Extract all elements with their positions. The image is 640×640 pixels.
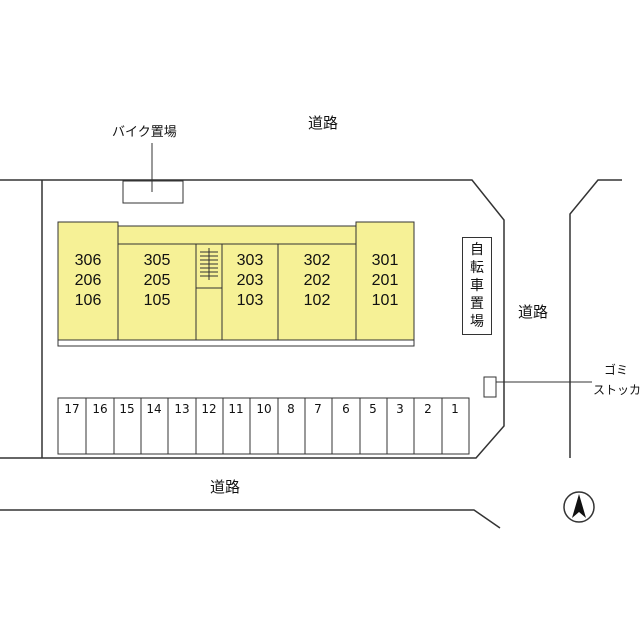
parking-space-number: 16 [92, 402, 108, 416]
garbage-stocker-label-1: ゴミ [604, 363, 629, 377]
stairs-icon [200, 248, 218, 280]
bicycle-parking-char: 転 [470, 260, 484, 276]
unit-number: 201 [371, 272, 399, 289]
parking-space-number: 14 [146, 402, 162, 416]
parking-space-number: 15 [119, 402, 135, 416]
unit-number: 105 [143, 292, 171, 309]
parking-space-number: 8 [287, 402, 295, 416]
unit-number: 101 [371, 292, 399, 309]
parking-space-number: 6 [342, 402, 350, 416]
road-boundaries [0, 179, 622, 529]
parking-space-number: 10 [256, 402, 272, 416]
parking-space-number: 1 [451, 402, 459, 416]
unit-number: 305 [143, 252, 171, 269]
unit-number: 202 [303, 272, 331, 289]
bicycle-parking-char: 場 [470, 314, 484, 330]
bike-parking-label: バイク置場 [112, 125, 177, 140]
road-label-top: 道路 [308, 114, 339, 132]
unit-number: 306 [74, 252, 102, 269]
parking-space-number: 17 [64, 402, 80, 416]
unit-number: 205 [143, 272, 171, 289]
unit-column-305: 305 205 105 [118, 222, 196, 340]
unit-column-301: 301 201 101 [356, 222, 414, 340]
bicycle-parking-label: 自 転 車 置 場 [462, 237, 492, 335]
unit-column-302: 302 202 102 [278, 222, 356, 340]
parking-space-number: 11 [228, 402, 244, 416]
road-label-right: 道路 [518, 303, 549, 321]
north-arrow-icon [563, 491, 595, 523]
unit-number: 206 [74, 272, 102, 289]
unit-column-303: 303 203 103 [222, 222, 278, 340]
parking-stalls [57, 397, 470, 455]
bike-parking-area [122, 180, 184, 204]
road-label-bottom: 道路 [210, 478, 241, 496]
parking-space-number: 12 [201, 402, 217, 416]
apartment-building [57, 221, 415, 347]
unit-number: 102 [303, 292, 331, 309]
bicycle-parking-char: 自 [470, 242, 484, 258]
parking-space-number: 13 [174, 402, 190, 416]
parking-space-number: 3 [396, 402, 404, 416]
garbage-stocker-label-2: ストッカー [593, 383, 640, 397]
unit-number: 106 [74, 292, 102, 309]
parking-space-number: 5 [369, 402, 377, 416]
unit-column-306: 306 206 106 [58, 222, 118, 340]
bicycle-parking-char: 車 [470, 278, 484, 294]
garbage-stocker-box [483, 376, 497, 398]
unit-number: 103 [236, 292, 264, 309]
parking-space-number: 2 [424, 402, 432, 416]
unit-number: 303 [236, 252, 264, 269]
unit-number: 203 [236, 272, 264, 289]
bicycle-parking-char: 置 [470, 296, 484, 312]
unit-number: 301 [371, 252, 399, 269]
unit-number: 302 [303, 252, 331, 269]
parking-space-number: 7 [314, 402, 322, 416]
